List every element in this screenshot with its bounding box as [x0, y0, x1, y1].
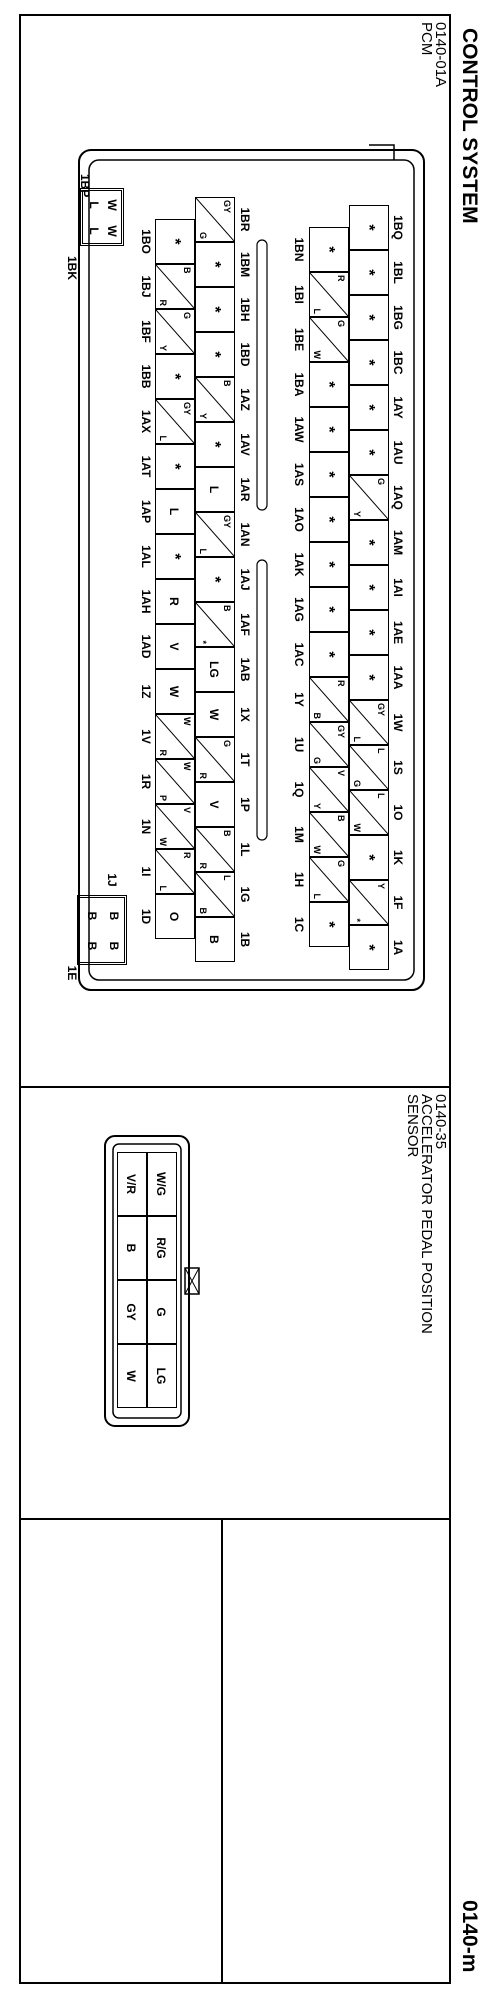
app-pin-cell: GY [117, 1280, 147, 1344]
pin-cell: B* [195, 602, 235, 647]
pin-cell: Y* [349, 880, 389, 925]
app-pin-cell: V/R [117, 1152, 147, 1216]
app-pin-cell: W/G [147, 1152, 177, 1216]
app-pin-cell: G [147, 1280, 177, 1344]
app-pin-cell: W [117, 1344, 147, 1408]
app-pin-cell: R/G [147, 1216, 177, 1280]
app-pin-cell: B [117, 1216, 147, 1280]
app-pin-cell: LG [147, 1344, 177, 1408]
